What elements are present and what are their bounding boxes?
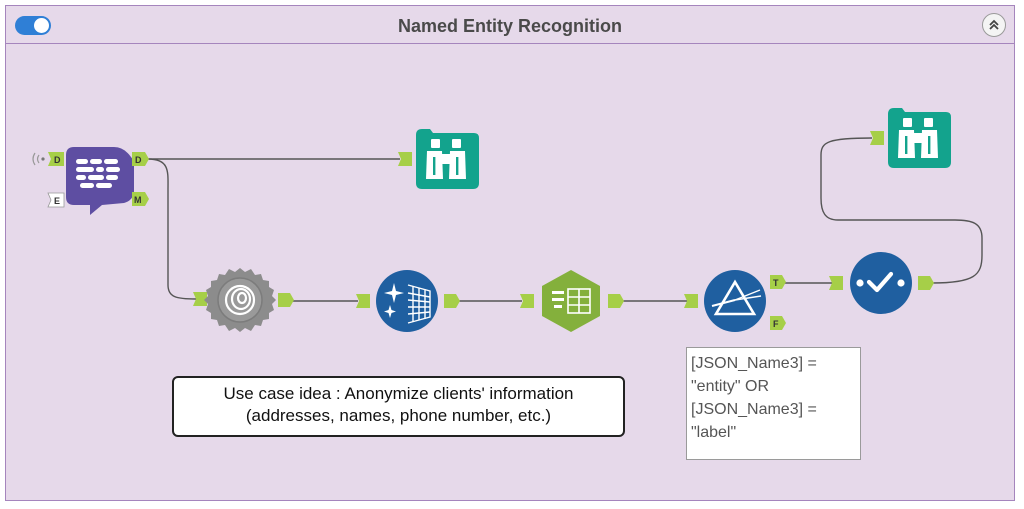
filter-expr-line-1: [JSON_Name3] = bbox=[691, 355, 817, 372]
filter-expr-line-2: "entity" OR bbox=[691, 378, 770, 395]
container-title: Named Entity Recognition bbox=[397, 16, 622, 36]
browse-tool-1[interactable] bbox=[398, 127, 482, 191]
svg-text:T: T bbox=[773, 278, 779, 288]
select-input-anchor bbox=[520, 294, 534, 308]
filter-expression-annotation[interactable]: [JSON_Name3] = "entity" OR [JSON_Name3] … bbox=[686, 347, 861, 460]
double-chevron-up-icon bbox=[989, 19, 999, 30]
spiral-gear-icon bbox=[204, 268, 276, 332]
input-anchor-d bbox=[48, 152, 64, 166]
toggle-knob bbox=[34, 18, 49, 33]
wireless-signal-icon bbox=[32, 152, 40, 166]
browse-tool-2[interactable] bbox=[870, 106, 954, 170]
filter-expr-line-4: "label" bbox=[691, 424, 737, 441]
binoculars-icon bbox=[416, 129, 479, 189]
container-toggle-switch[interactable] bbox=[15, 16, 51, 35]
json-parse-tool[interactable] bbox=[356, 269, 462, 335]
use-case-line-2: (addresses, names, phone number, etc.) bbox=[245, 406, 552, 425]
use-case-comment[interactable]: Use case idea : Anonymize clients' infor… bbox=[172, 376, 625, 437]
output-anchor-d bbox=[132, 152, 149, 166]
dot-check-dot-icon bbox=[850, 252, 912, 314]
text-input-tool[interactable]: D E D M bbox=[28, 143, 153, 215]
prism-filter-icon bbox=[704, 270, 766, 332]
output-anchor-m bbox=[132, 192, 149, 206]
filter-expr-line-3: [JSON_Name3] = bbox=[691, 401, 817, 418]
filter-input-anchor bbox=[684, 294, 698, 308]
check-input-anchor bbox=[829, 276, 843, 290]
svg-text:D: D bbox=[54, 155, 61, 165]
connection-input-to-ner bbox=[147, 158, 197, 300]
input-anchor-e bbox=[47, 192, 65, 208]
ner-input-anchor bbox=[193, 292, 207, 306]
sparkle-table-icon bbox=[376, 270, 438, 332]
use-case-line-1: Use case idea : Anonymize clients' infor… bbox=[223, 384, 574, 403]
check-output-anchor bbox=[918, 276, 934, 290]
list-table-icon bbox=[542, 270, 600, 332]
svg-text:E: E bbox=[54, 196, 60, 206]
select-output-anchor bbox=[608, 294, 624, 308]
filter-tool[interactable]: T F bbox=[684, 264, 790, 338]
binoculars-icon bbox=[888, 108, 951, 168]
container-title-bar: Named Entity Recognition bbox=[6, 6, 1014, 44]
browse-2-input-anchor bbox=[870, 131, 884, 145]
json-input-anchor bbox=[356, 294, 370, 308]
svg-text:M: M bbox=[134, 195, 142, 205]
select-tool[interactable] bbox=[520, 269, 626, 335]
check-tool[interactable] bbox=[829, 251, 937, 317]
ner-tool[interactable] bbox=[193, 267, 297, 333]
svg-text:F: F bbox=[773, 319, 779, 329]
ner-output-anchor bbox=[278, 293, 294, 307]
filter-true-anchor bbox=[770, 275, 786, 289]
text-input-icon bbox=[66, 147, 134, 215]
filter-false-anchor bbox=[770, 316, 786, 330]
svg-text:D: D bbox=[135, 155, 142, 165]
json-output-anchor bbox=[444, 294, 460, 308]
connection-check-to-browse2 bbox=[820, 137, 983, 284]
browse-1-input-anchor bbox=[398, 152, 412, 166]
collapse-button[interactable] bbox=[982, 13, 1006, 37]
